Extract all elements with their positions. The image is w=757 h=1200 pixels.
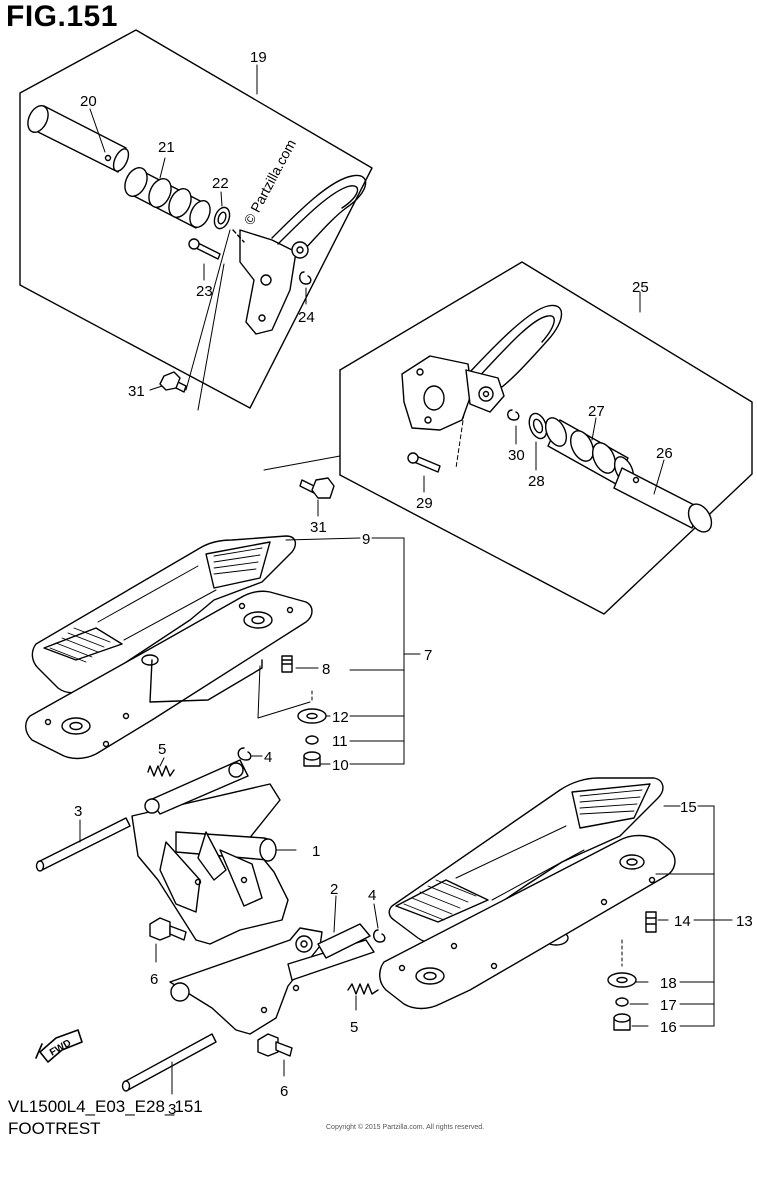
callout-28: 28 — [528, 473, 545, 490]
part-31-bolt-lower — [299, 477, 335, 517]
footpeg-bracket-left — [232, 174, 367, 335]
callout-4-upper: 4 — [264, 749, 272, 766]
callout-1: 1 — [312, 843, 320, 860]
callout-5-lower: 5 — [350, 1019, 358, 1036]
callout-25: 25 — [632, 279, 649, 296]
hinge-bracket-lower — [169, 895, 375, 1035]
assembly-box-25 — [263, 261, 753, 615]
fwd-arrow — [35, 1029, 83, 1063]
footboard-left — [25, 535, 361, 760]
watermark: © Partzilla.com — [241, 137, 299, 228]
callout-20: 20 — [80, 93, 97, 110]
hardware-8-12-11-10 — [281, 655, 331, 767]
part-27-rubber — [544, 417, 635, 485]
leader-group-7 — [349, 537, 421, 765]
callout-3-lower: 3 — [168, 1101, 176, 1118]
copyright-notice: Copyright © 2015 Partzilla.com. All righ… — [326, 1124, 485, 1131]
part-3-pin-upper — [35, 817, 131, 872]
part-23-pin — [188, 238, 221, 281]
part-20-pin — [27, 105, 130, 173]
callout-21: 21 — [158, 139, 175, 156]
callout-9: 9 — [362, 531, 370, 548]
callout-6-lower: 6 — [280, 1083, 288, 1100]
callout-4-lower: 4 — [368, 887, 376, 904]
callout-23: 23 — [196, 283, 213, 300]
callout-26: 26 — [656, 445, 673, 462]
part-5-spring-upper — [147, 757, 175, 777]
part-28-washer — [528, 412, 548, 471]
part-30-clip — [507, 409, 520, 445]
callout-29: 29 — [416, 495, 433, 512]
callout-2: 2 — [330, 881, 338, 898]
callout-5-upper: 5 — [158, 741, 166, 758]
callout-6-upper: 6 — [150, 971, 158, 988]
part-6-bolt-upper — [149, 917, 187, 963]
part-4-clip-lower — [373, 903, 386, 943]
callout-7: 7 — [424, 647, 432, 664]
part-22-washer — [213, 191, 231, 230]
footboard-right — [379, 777, 681, 1010]
callout-3-upper: 3 — [74, 803, 82, 820]
callout-27: 27 — [588, 403, 605, 420]
callout-13: 13 — [736, 913, 753, 930]
figure-caption: FOOTREST — [8, 1119, 101, 1138]
part-26-pin — [613, 459, 713, 533]
callout-16: 16 — [660, 1019, 677, 1036]
part-24-clip — [299, 271, 312, 305]
callout-15: 15 — [680, 799, 697, 816]
callout-8: 8 — [322, 661, 330, 678]
callout-19: 19 — [250, 49, 267, 66]
part-4-clip-upper — [237, 747, 263, 761]
part-5-spring-lower — [347, 983, 379, 1011]
figure-code: VL1500L4_E03_E28_151 — [8, 1097, 203, 1116]
leader-group-13 — [655, 805, 733, 1027]
callout-22: 22 — [212, 175, 229, 192]
callout-17: 17 — [660, 997, 677, 1014]
callout-11: 11 — [332, 733, 348, 750]
hardware-14-18-17-16 — [607, 911, 669, 1031]
callout-14: 14 — [674, 913, 691, 930]
part-21-rubber — [124, 157, 211, 229]
part-3-pin-lower — [121, 1033, 217, 1095]
part-31-bolt-upper — [149, 229, 231, 411]
figure-title: FIG.151 — [6, 0, 118, 33]
part-6-bolt-lower — [257, 1033, 293, 1077]
callout-30: 30 — [508, 447, 525, 464]
hinge-bracket-upper — [131, 759, 297, 945]
callout-24: 24 — [298, 309, 315, 326]
callout-31-upper: 31 — [128, 383, 145, 400]
footpeg-bracket-right — [401, 304, 563, 469]
part-29-pin — [407, 452, 441, 493]
callout-31-lower: 31 — [310, 519, 327, 536]
callout-12: 12 — [332, 709, 349, 726]
assembly-box-19 — [19, 29, 373, 409]
callout-10: 10 — [332, 757, 349, 774]
callouts: 19 20 21 22 23 24 31 25 27 26 30 28 29 3… — [74, 49, 753, 1118]
callout-18: 18 — [660, 975, 677, 992]
